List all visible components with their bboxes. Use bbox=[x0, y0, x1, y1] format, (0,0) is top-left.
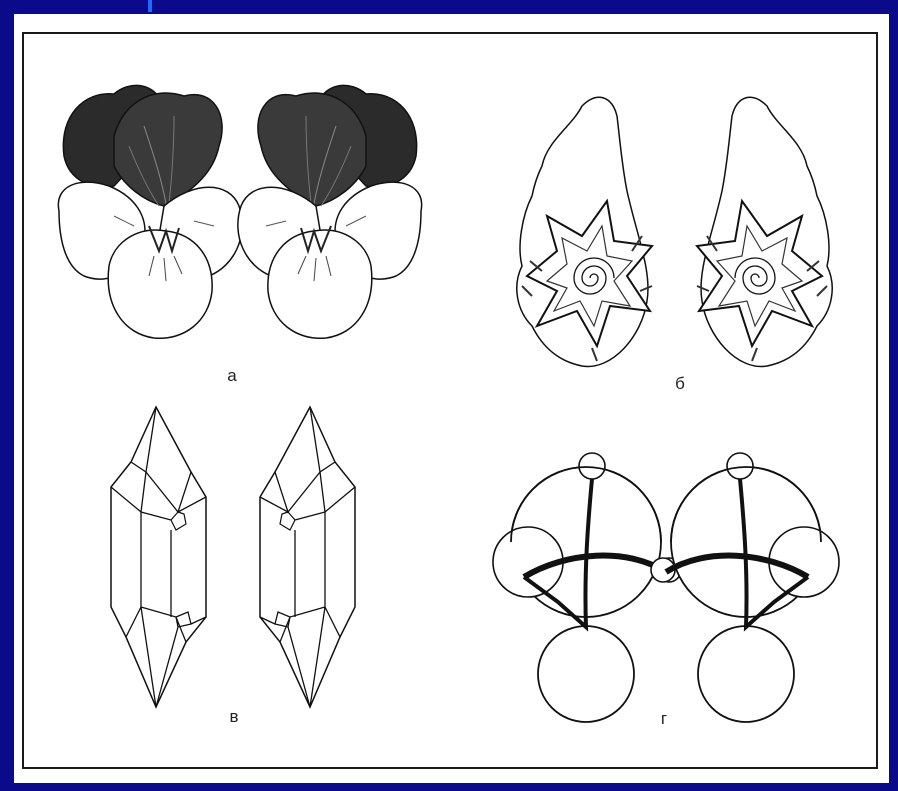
shell-pair-figure bbox=[502, 86, 847, 386]
label-b: б bbox=[668, 374, 692, 394]
chiral-molecule-icon bbox=[476, 452, 856, 752]
slide-accent-bar bbox=[148, 0, 152, 12]
pansy-pair-figure bbox=[54, 76, 424, 366]
label-c: в bbox=[222, 707, 246, 727]
label-a: а bbox=[220, 366, 244, 386]
label-d: г bbox=[652, 709, 676, 729]
crystal-pair-figure bbox=[106, 402, 366, 712]
pansy-flower-icon bbox=[54, 76, 424, 366]
quartz-crystal-icon bbox=[106, 402, 366, 712]
spiral-shell-icon bbox=[502, 86, 847, 386]
molecule-pair-figure bbox=[476, 452, 856, 752]
figure-sheet: а б bbox=[14, 14, 889, 783]
